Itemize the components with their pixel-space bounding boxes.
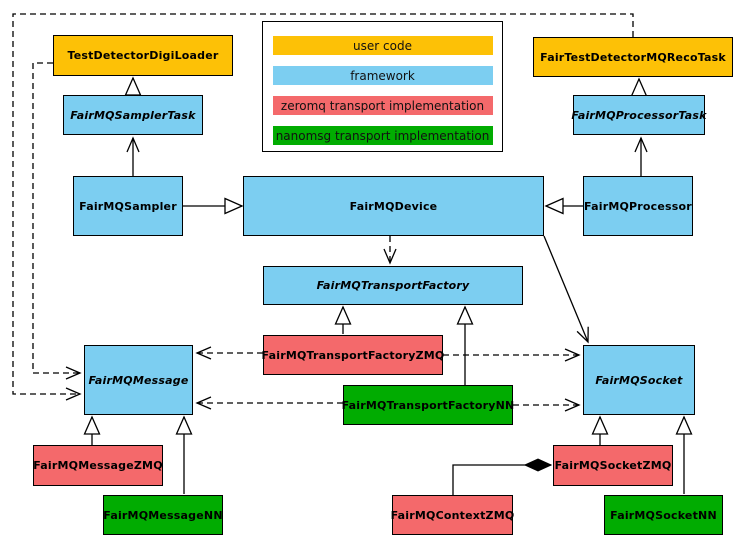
node-testdetectordigiloader: TestDetectorDigiLoader: [53, 35, 233, 76]
node-fairmqtransportfactoryzmq: FairMQTransportFactoryZMQ: [262, 335, 444, 375]
legend: user code framework zeromq transport imp…: [262, 21, 503, 152]
node-fairmqsamplertask: FairMQSamplerTask: [63, 95, 203, 135]
node-fairmqsampler: FairMQSampler: [73, 176, 183, 236]
node-fairmqsocket: FairMQSocket: [583, 345, 695, 415]
edge-socketzmq-aggregates-contextzmq: [452, 465, 551, 495]
node-fairtestdetectormqrecotask: FairTestDetectorMQRecoTask: [533, 37, 733, 77]
legend-item-nanomsg: nanomsg transport implementation: [272, 126, 493, 145]
node-fairmqtransportfactorynn: FairMQTransportFactoryNN: [342, 385, 514, 425]
node-fairmqdevice: FairMQDevice: [243, 176, 544, 236]
legend-item-user-code: user code: [272, 36, 493, 55]
edge-recotask-depends-message: [12, 13, 634, 401]
node-fairmqtransportfactory: FairMQTransportFactory: [263, 266, 523, 305]
node-fairmqprocessortask: FairMQProcessorTask: [571, 95, 706, 135]
node-fairmqsocketnn: FairMQSocketNN: [604, 495, 723, 535]
node-fairmqmessagezmq: FairMQMessageZMQ: [33, 445, 163, 486]
node-fairmqmessage: FairMQMessage: [84, 345, 193, 415]
node-fairmqprocessor: FairMQProcessor: [583, 176, 693, 236]
node-fairmqcontextzmq: FairMQContextZMQ: [391, 495, 514, 535]
edge-digiloader-depends-message: [32, 62, 82, 380]
legend-item-zeromq: zeromq transport implementation: [272, 96, 493, 115]
node-fairmqmessagenn: FairMQMessageNN: [103, 495, 223, 535]
edge-device-uses-socket: [543, 235, 589, 344]
node-fairmqsocketzmq: FairMQSocketZMQ: [553, 445, 673, 486]
legend-item-framework: framework: [272, 66, 493, 85]
